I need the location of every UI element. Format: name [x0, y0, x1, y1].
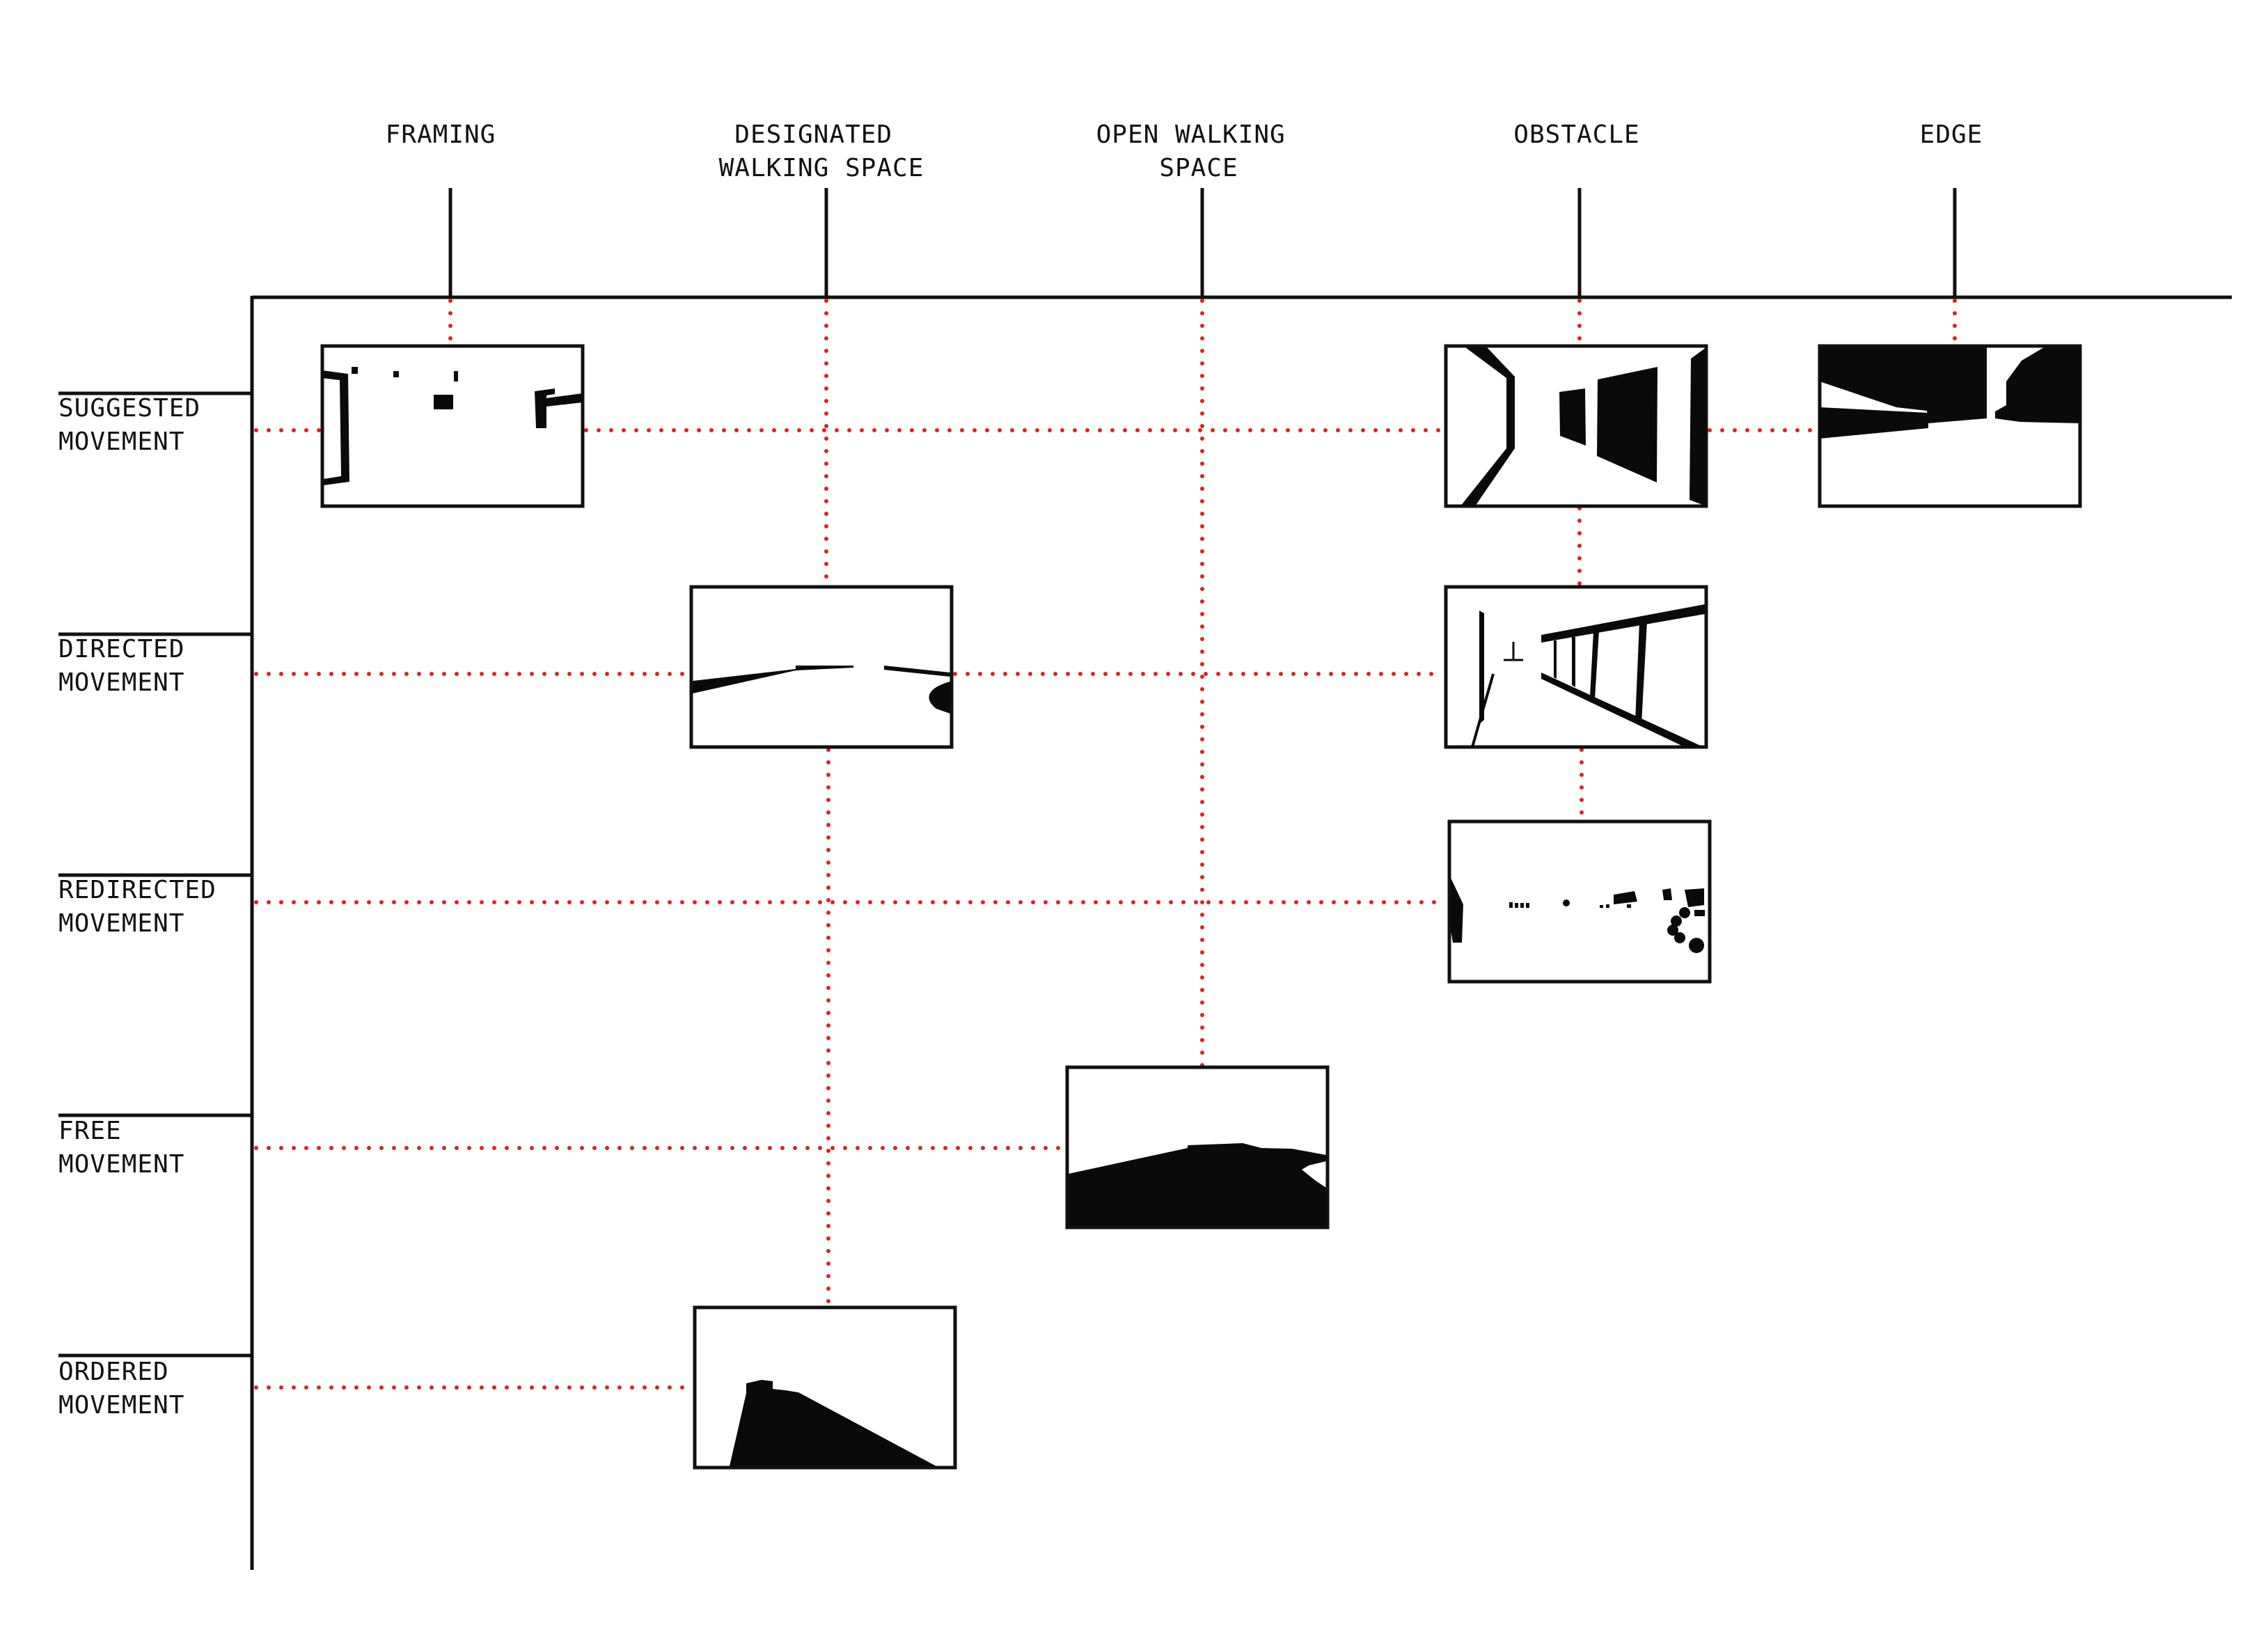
row-label-ordered-movement: ORDERED MOVEMENT: [58, 1358, 184, 1420]
thumbnail-obstacle-redirected: [1447, 819, 1712, 984]
thumbnail-obstacle-directed: [1444, 585, 1708, 749]
column-label-edge: EDGE: [1920, 120, 1983, 149]
thumbnail-edge-suggested: [1818, 344, 2082, 508]
row-label-suggested-movement: SUGGESTED MOVEMENT: [58, 394, 216, 456]
thumbnail-designated-ordered: [693, 1305, 957, 1470]
row-label-redirected-movement: REDIRECTED MOVEMENT: [58, 876, 232, 938]
column-label-obstacle: OBSTACLE: [1513, 120, 1639, 149]
column-label-open-walking-space: OPEN WALKING SPACE: [1096, 120, 1302, 182]
vertical-connectors: [448, 299, 1957, 1310]
thumbnail-designated-directed: [689, 585, 954, 749]
row-label-free-movement: FREE MOVEMENT: [58, 1117, 184, 1179]
thumbnail-obstacle-suggested: [1444, 344, 1708, 508]
horizontal-connectors: [254, 428, 1820, 1390]
column-label-framing: FRAMING: [386, 120, 496, 149]
thumbnail-open-free: [1065, 1065, 1330, 1229]
column-label-designated-walking-space: DESIGNATED WALKING SPACE: [719, 120, 924, 182]
thumbnail-framing-suggested: [320, 344, 585, 508]
row-label-directed-movement: DIRECTED MOVEMENT: [58, 635, 200, 697]
